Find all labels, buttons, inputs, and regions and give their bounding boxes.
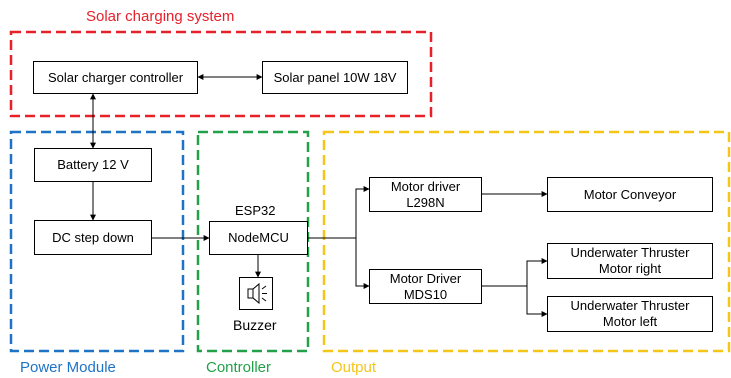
nodemcu-text: NodeMCU [228, 230, 289, 245]
output-group-label: Output [331, 359, 377, 376]
motor-conveyor-block: Motor Conveyor [547, 177, 713, 212]
thruster-right-line1: Underwater Thruster [570, 245, 690, 260]
motor-driver-l298n-block: Motor driver L298N [369, 177, 482, 212]
thruster-left-line2: Motor left [602, 314, 658, 329]
motor-driver-mds10-line2: MDS10 [403, 286, 448, 302]
arrow-mds10-thruster-left [526, 286, 548, 317]
buzzer-label: Buzzer [233, 317, 277, 333]
dc-step-down-block: DC step down [34, 220, 152, 255]
solar-group-label: Solar charging system [86, 8, 235, 25]
dc-step-down-text: DC step down [52, 229, 134, 245]
arrow-split-l298n [355, 186, 370, 238]
thruster-right-block: Underwater Thruster Motor right [547, 243, 713, 279]
output-group-border [322, 130, 731, 353]
motor-driver-l298n-line1: Motor driver [390, 178, 461, 194]
solar-panel-text: Solar panel 10W 18V [273, 69, 397, 85]
controller-group-label: Controller [206, 359, 272, 376]
arrow-split-mds10 [355, 238, 370, 289]
thruster-left-line1: Underwater Thruster [570, 298, 690, 313]
battery-text: Battery 12 V [57, 157, 129, 172]
battery-block: Battery 12 V [34, 148, 152, 182]
controller-group-border [196, 130, 310, 353]
motor-driver-mds10-line1: Motor Driver [389, 270, 462, 286]
motor-driver-l298n-line2: L298N [406, 194, 445, 210]
arrow-mds10-thruster-right [526, 258, 548, 286]
speaker-icon [247, 282, 267, 305]
solar-panel-block: Solar panel 10W 18V [262, 61, 408, 94]
solar-charger-controller-text: Solar charger controller [47, 69, 184, 85]
solar-charger-controller-block: Solar charger controller [33, 61, 198, 94]
buzzer-icon [239, 277, 273, 310]
esp32-label: ESP32 [235, 203, 276, 218]
motor-driver-mds10-block: Motor Driver MDS10 [369, 269, 482, 304]
thruster-right-line2: Motor right [598, 261, 662, 276]
solar-group-border [9, 30, 433, 118]
nodemcu-block: NodeMCU [209, 221, 308, 255]
thruster-left-block: Underwater Thruster Motor left [547, 296, 713, 332]
power-group-label: Power Module [20, 359, 116, 376]
motor-conveyor-text: Motor Conveyor [583, 186, 677, 202]
